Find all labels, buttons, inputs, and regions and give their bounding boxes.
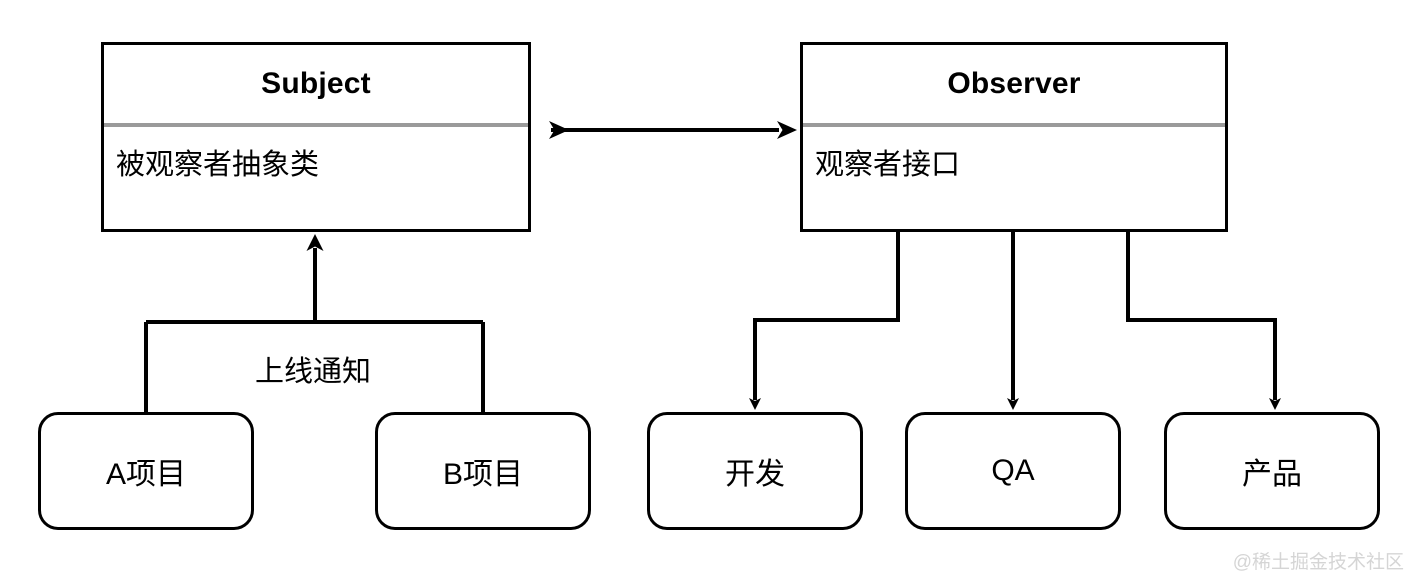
node-project-b[interactable]: B项目	[375, 412, 591, 530]
node-project-a[interactable]: A项目	[38, 412, 254, 530]
node-dev[interactable]: 开发	[647, 412, 863, 530]
edge-observer-to-product	[1126, 231, 1281, 410]
node-project-b-label: B项目	[442, 458, 523, 491]
edge-projects-to-subject	[144, 234, 485, 412]
node-product-label: 产品	[1242, 458, 1302, 491]
node-qa-label: QA	[991, 454, 1035, 487]
node-qa[interactable]: QA	[905, 412, 1121, 530]
class-box-subject[interactable]: Subject 被观察者抽象类	[101, 42, 531, 232]
node-product[interactable]: 产品	[1164, 412, 1380, 530]
class-title-subject: Subject	[261, 67, 371, 100]
class-divider-subject	[104, 123, 528, 127]
edge-observer-to-dev	[749, 231, 900, 410]
edge-label-notify: 上线通知	[247, 348, 380, 390]
class-title-observer: Observer	[947, 67, 1081, 100]
class-body-subject: 被观察者抽象类	[116, 149, 320, 181]
class-divider-observer	[803, 123, 1225, 127]
class-body-observer: 观察者接口	[815, 149, 961, 181]
node-dev-label: 开发	[725, 458, 785, 491]
node-project-a-label: A项目	[105, 458, 186, 491]
class-box-observer[interactable]: Observer 观察者接口	[800, 42, 1228, 232]
watermark: @稀土掘金技术社区	[1232, 552, 1404, 573]
